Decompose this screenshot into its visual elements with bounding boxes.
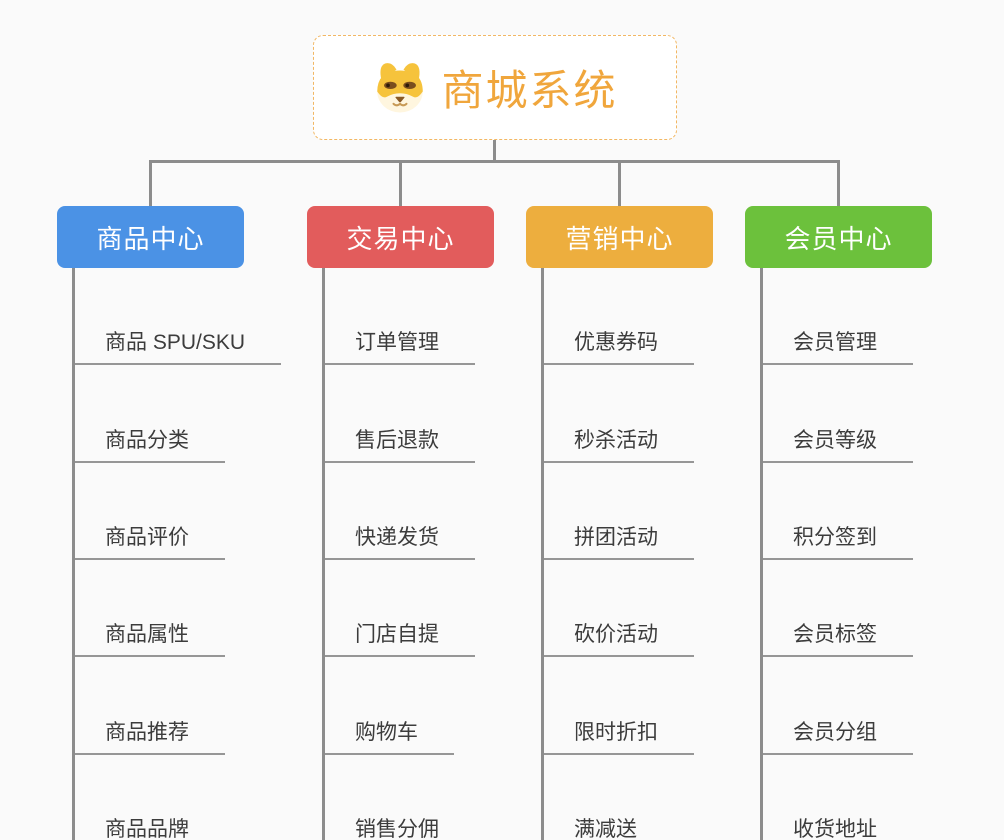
- child-topic[interactable]: 门店自提: [325, 560, 475, 658]
- branch-product-center: 商品中心 商品 SPU/SKU 商品分类 商品评价 商品属性 商品推荐 商品品牌: [57, 206, 307, 840]
- connector-line: [837, 160, 840, 207]
- child-topic[interactable]: 拼团活动: [544, 463, 694, 560]
- branch-trade-center: 交易中心 订单管理 售后退款 快递发货 门店自提 购物车 销售分佣: [307, 206, 557, 840]
- child-topic[interactable]: 购物车: [325, 657, 454, 755]
- branch-member-center: 会员中心 会员管理 会员等级 积分签到 会员标签 会员分组 收货地址: [745, 206, 995, 840]
- child-topic[interactable]: 秒杀活动: [544, 365, 694, 463]
- child-topic[interactable]: 售后退款: [325, 365, 475, 463]
- child-topic[interactable]: 订单管理: [325, 268, 475, 366]
- child-topic[interactable]: 限时折扣: [544, 657, 694, 755]
- child-topic[interactable]: 商品属性: [75, 560, 225, 658]
- connector-line: [618, 160, 621, 207]
- branch-children: 订单管理 售后退款 快递发货 门店自提 购物车 销售分佣: [322, 268, 475, 840]
- child-topic[interactable]: 商品品牌: [75, 755, 225, 840]
- child-topic[interactable]: 满减送: [544, 755, 673, 840]
- child-topic[interactable]: 会员标签: [763, 560, 913, 658]
- child-topic[interactable]: 优惠券码: [544, 268, 694, 366]
- branch-children: 会员管理 会员等级 积分签到 会员标签 会员分组 收货地址: [760, 268, 913, 840]
- root-topic-title: 商城系统: [441, 67, 618, 114]
- branch-children: 优惠券码 秒杀活动 拼团活动 砍价活动 限时折扣 满减送: [541, 268, 694, 840]
- connector-line: [149, 160, 840, 163]
- child-topic[interactable]: 快递发货: [325, 463, 475, 560]
- child-topic[interactable]: 销售分佣: [325, 755, 475, 840]
- dog-face-icon: [377, 62, 424, 112]
- child-topic[interactable]: 商品 SPU/SKU: [75, 268, 282, 366]
- connector-line: [149, 160, 152, 207]
- branch-marketing-center: 营销中心 优惠券码 秒杀活动 拼团活动 砍价活动 限时折扣 满减送: [526, 206, 776, 840]
- child-topic[interactable]: 商品分类: [75, 365, 225, 463]
- child-topic[interactable]: 商品推荐: [75, 657, 225, 755]
- child-topic[interactable]: 会员分组: [763, 657, 913, 755]
- root-topic[interactable]: 商城系统: [313, 35, 677, 140]
- child-topic[interactable]: 收货地址: [763, 755, 913, 840]
- child-topic[interactable]: 会员管理: [763, 268, 913, 366]
- child-topic[interactable]: 会员等级: [763, 365, 913, 463]
- connector-line: [399, 160, 402, 207]
- child-topic[interactable]: 积分签到: [763, 463, 913, 560]
- branch-header-product-center[interactable]: 商品中心: [57, 206, 244, 268]
- child-topic[interactable]: 砍价活动: [544, 560, 694, 658]
- branch-header-member-center[interactable]: 会员中心: [745, 206, 932, 268]
- connector-line: [493, 139, 496, 163]
- branch-header-trade-center[interactable]: 交易中心: [307, 206, 494, 268]
- child-topic[interactable]: 商品评价: [75, 463, 225, 560]
- branch-children: 商品 SPU/SKU 商品分类 商品评价 商品属性 商品推荐 商品品牌: [72, 268, 282, 840]
- branch-header-marketing-center[interactable]: 营销中心: [526, 206, 713, 268]
